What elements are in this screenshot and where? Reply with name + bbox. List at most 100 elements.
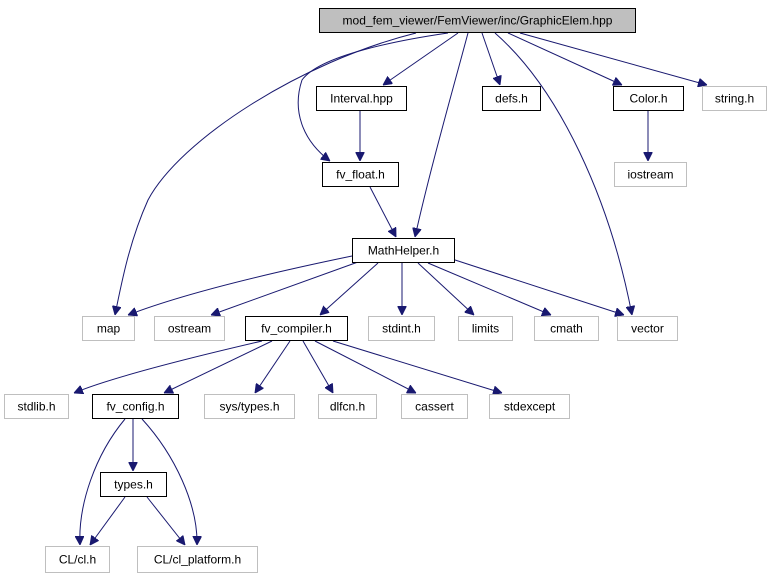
edge-fvcompiler-to-cassert	[314, 340, 416, 393]
node-box-mathhelper[interactable]	[352, 238, 455, 263]
edge-types-to-clh	[90, 496, 126, 545]
edge-root-to-mathhelper	[415, 32, 469, 237]
node-box-interval[interactable]	[316, 86, 407, 111]
edge-fvfloat-to-mathhelper	[369, 186, 396, 237]
node-box-stdint	[368, 316, 435, 341]
node-iostream: iostream	[614, 162, 687, 187]
node-label-string: string.h	[715, 92, 754, 106]
node-label-fvcompiler: fv_compiler.h	[261, 322, 332, 336]
node-stdexcept: stdexcept	[489, 394, 570, 419]
node-cassert: cassert	[401, 394, 468, 419]
node-box-ostream	[154, 316, 225, 341]
node-box-dlfcn	[318, 394, 377, 419]
node-fvcompiler[interactable]: fv_compiler.h	[245, 316, 348, 341]
edge-root-to-vector	[494, 32, 632, 315]
node-stdint: stdint.h	[368, 316, 435, 341]
node-fvconfig[interactable]: fv_config.h	[92, 394, 179, 419]
edge-fvcompiler-to-stdexcept	[332, 340, 502, 393]
edge-root-to-fvfloat	[297, 32, 449, 161]
node-limits: limits	[458, 316, 513, 341]
node-label-defs: defs.h	[495, 92, 528, 106]
node-label-mathhelper: MathHelper.h	[368, 244, 439, 258]
node-mathhelper[interactable]: MathHelper.h	[352, 238, 455, 263]
node-label-types: types.h	[114, 478, 153, 492]
node-root: mod_fem_viewer/FemViewer/inc/GraphicElem…	[319, 8, 636, 33]
node-label-stdint: stdint.h	[382, 322, 421, 336]
node-box-clh	[45, 546, 110, 573]
node-box-color[interactable]	[613, 86, 684, 111]
node-label-map: map	[97, 322, 121, 336]
edge-mathhelper-to-cmath	[427, 262, 551, 315]
node-label-clh: CL/cl.h	[59, 553, 96, 567]
edge-mathhelper-to-fvcompiler	[320, 262, 379, 315]
node-label-clplatform: CL/cl_platform.h	[154, 553, 241, 567]
node-fvfloat[interactable]: fv_float.h	[322, 162, 399, 187]
node-label-color: Color.h	[629, 92, 667, 106]
edge-root-to-color	[507, 32, 622, 85]
node-vector: vector	[617, 316, 678, 341]
edge-mathhelper-to-limits	[417, 262, 474, 315]
node-label-ostream: ostream	[168, 322, 211, 336]
node-color[interactable]: Color.h	[613, 86, 684, 111]
node-label-vector: vector	[631, 322, 664, 336]
node-box-fvcompiler[interactable]	[245, 316, 348, 341]
node-box-cassert	[401, 394, 468, 419]
node-clplatform: CL/cl_platform.h	[137, 546, 258, 573]
edge-root-to-map	[115, 32, 417, 315]
node-box-fvconfig[interactable]	[92, 394, 179, 419]
node-clh: CL/cl.h	[45, 546, 110, 573]
node-box-vector	[617, 316, 678, 341]
node-label-limits: limits	[472, 322, 499, 336]
node-box-types[interactable]	[100, 472, 167, 497]
edge-fvcompiler-to-stdlib	[74, 340, 263, 393]
node-box-defs[interactable]	[482, 86, 541, 111]
node-label-interval: Interval.hpp	[330, 92, 393, 106]
node-string: string.h	[702, 86, 767, 111]
node-box-map	[82, 316, 135, 341]
edge-root-to-string	[519, 32, 707, 85]
node-label-stdexcept: stdexcept	[504, 400, 556, 414]
node-interval[interactable]: Interval.hpp	[316, 86, 407, 111]
node-label-cmath: cmath	[550, 322, 583, 336]
edge-fvcompiler-to-systypes	[255, 340, 291, 393]
node-box-fvfloat[interactable]	[322, 162, 399, 187]
node-label-cassert: cassert	[415, 400, 454, 414]
edge-mathhelper-to-vector	[451, 258, 624, 315]
node-label-fvconfig: fv_config.h	[106, 400, 164, 414]
node-label-systypes: sys/types.h	[219, 400, 279, 414]
node-stdlib: stdlib.h	[4, 394, 69, 419]
node-label-root: mod_fem_viewer/FemViewer/inc/GraphicElem…	[343, 14, 613, 28]
node-dlfcn: dlfcn.h	[318, 394, 377, 419]
node-defs[interactable]: defs.h	[482, 86, 541, 111]
node-box-iostream	[614, 162, 687, 187]
edge-root-to-interval	[383, 32, 459, 85]
node-cmath: cmath	[534, 316, 599, 341]
edges-layer	[74, 32, 707, 545]
node-box-systypes	[204, 394, 295, 419]
edge-mathhelper-to-ostream	[211, 261, 359, 315]
edge-types-to-clplatform	[146, 496, 185, 545]
node-label-iostream: iostream	[627, 168, 673, 182]
node-box-string	[702, 86, 767, 111]
edge-fvcompiler-to-fvconfig	[164, 340, 273, 393]
nodes-layer: mod_fem_viewer/FemViewer/inc/GraphicElem…	[4, 8, 767, 573]
node-label-stdlib: stdlib.h	[17, 400, 55, 414]
node-map: map	[82, 316, 135, 341]
node-types[interactable]: types.h	[100, 472, 167, 497]
edge-root-to-defs	[481, 32, 500, 85]
node-ostream: ostream	[154, 316, 225, 341]
node-label-fvfloat: fv_float.h	[336, 168, 385, 182]
node-box-cmath	[534, 316, 599, 341]
node-box-root	[319, 8, 636, 33]
node-label-dlfcn: dlfcn.h	[330, 400, 365, 414]
node-box-stdexcept	[489, 394, 570, 419]
edge-mathhelper-to-map	[128, 255, 353, 315]
edge-fvcompiler-to-dlfcn	[302, 340, 333, 393]
node-box-limits	[458, 316, 513, 341]
node-systypes: sys/types.h	[204, 394, 295, 419]
edge-fvconfig-to-clplatform	[141, 418, 197, 545]
node-box-stdlib	[4, 394, 69, 419]
node-box-clplatform	[137, 546, 258, 573]
edge-fvconfig-to-clh	[80, 418, 126, 545]
